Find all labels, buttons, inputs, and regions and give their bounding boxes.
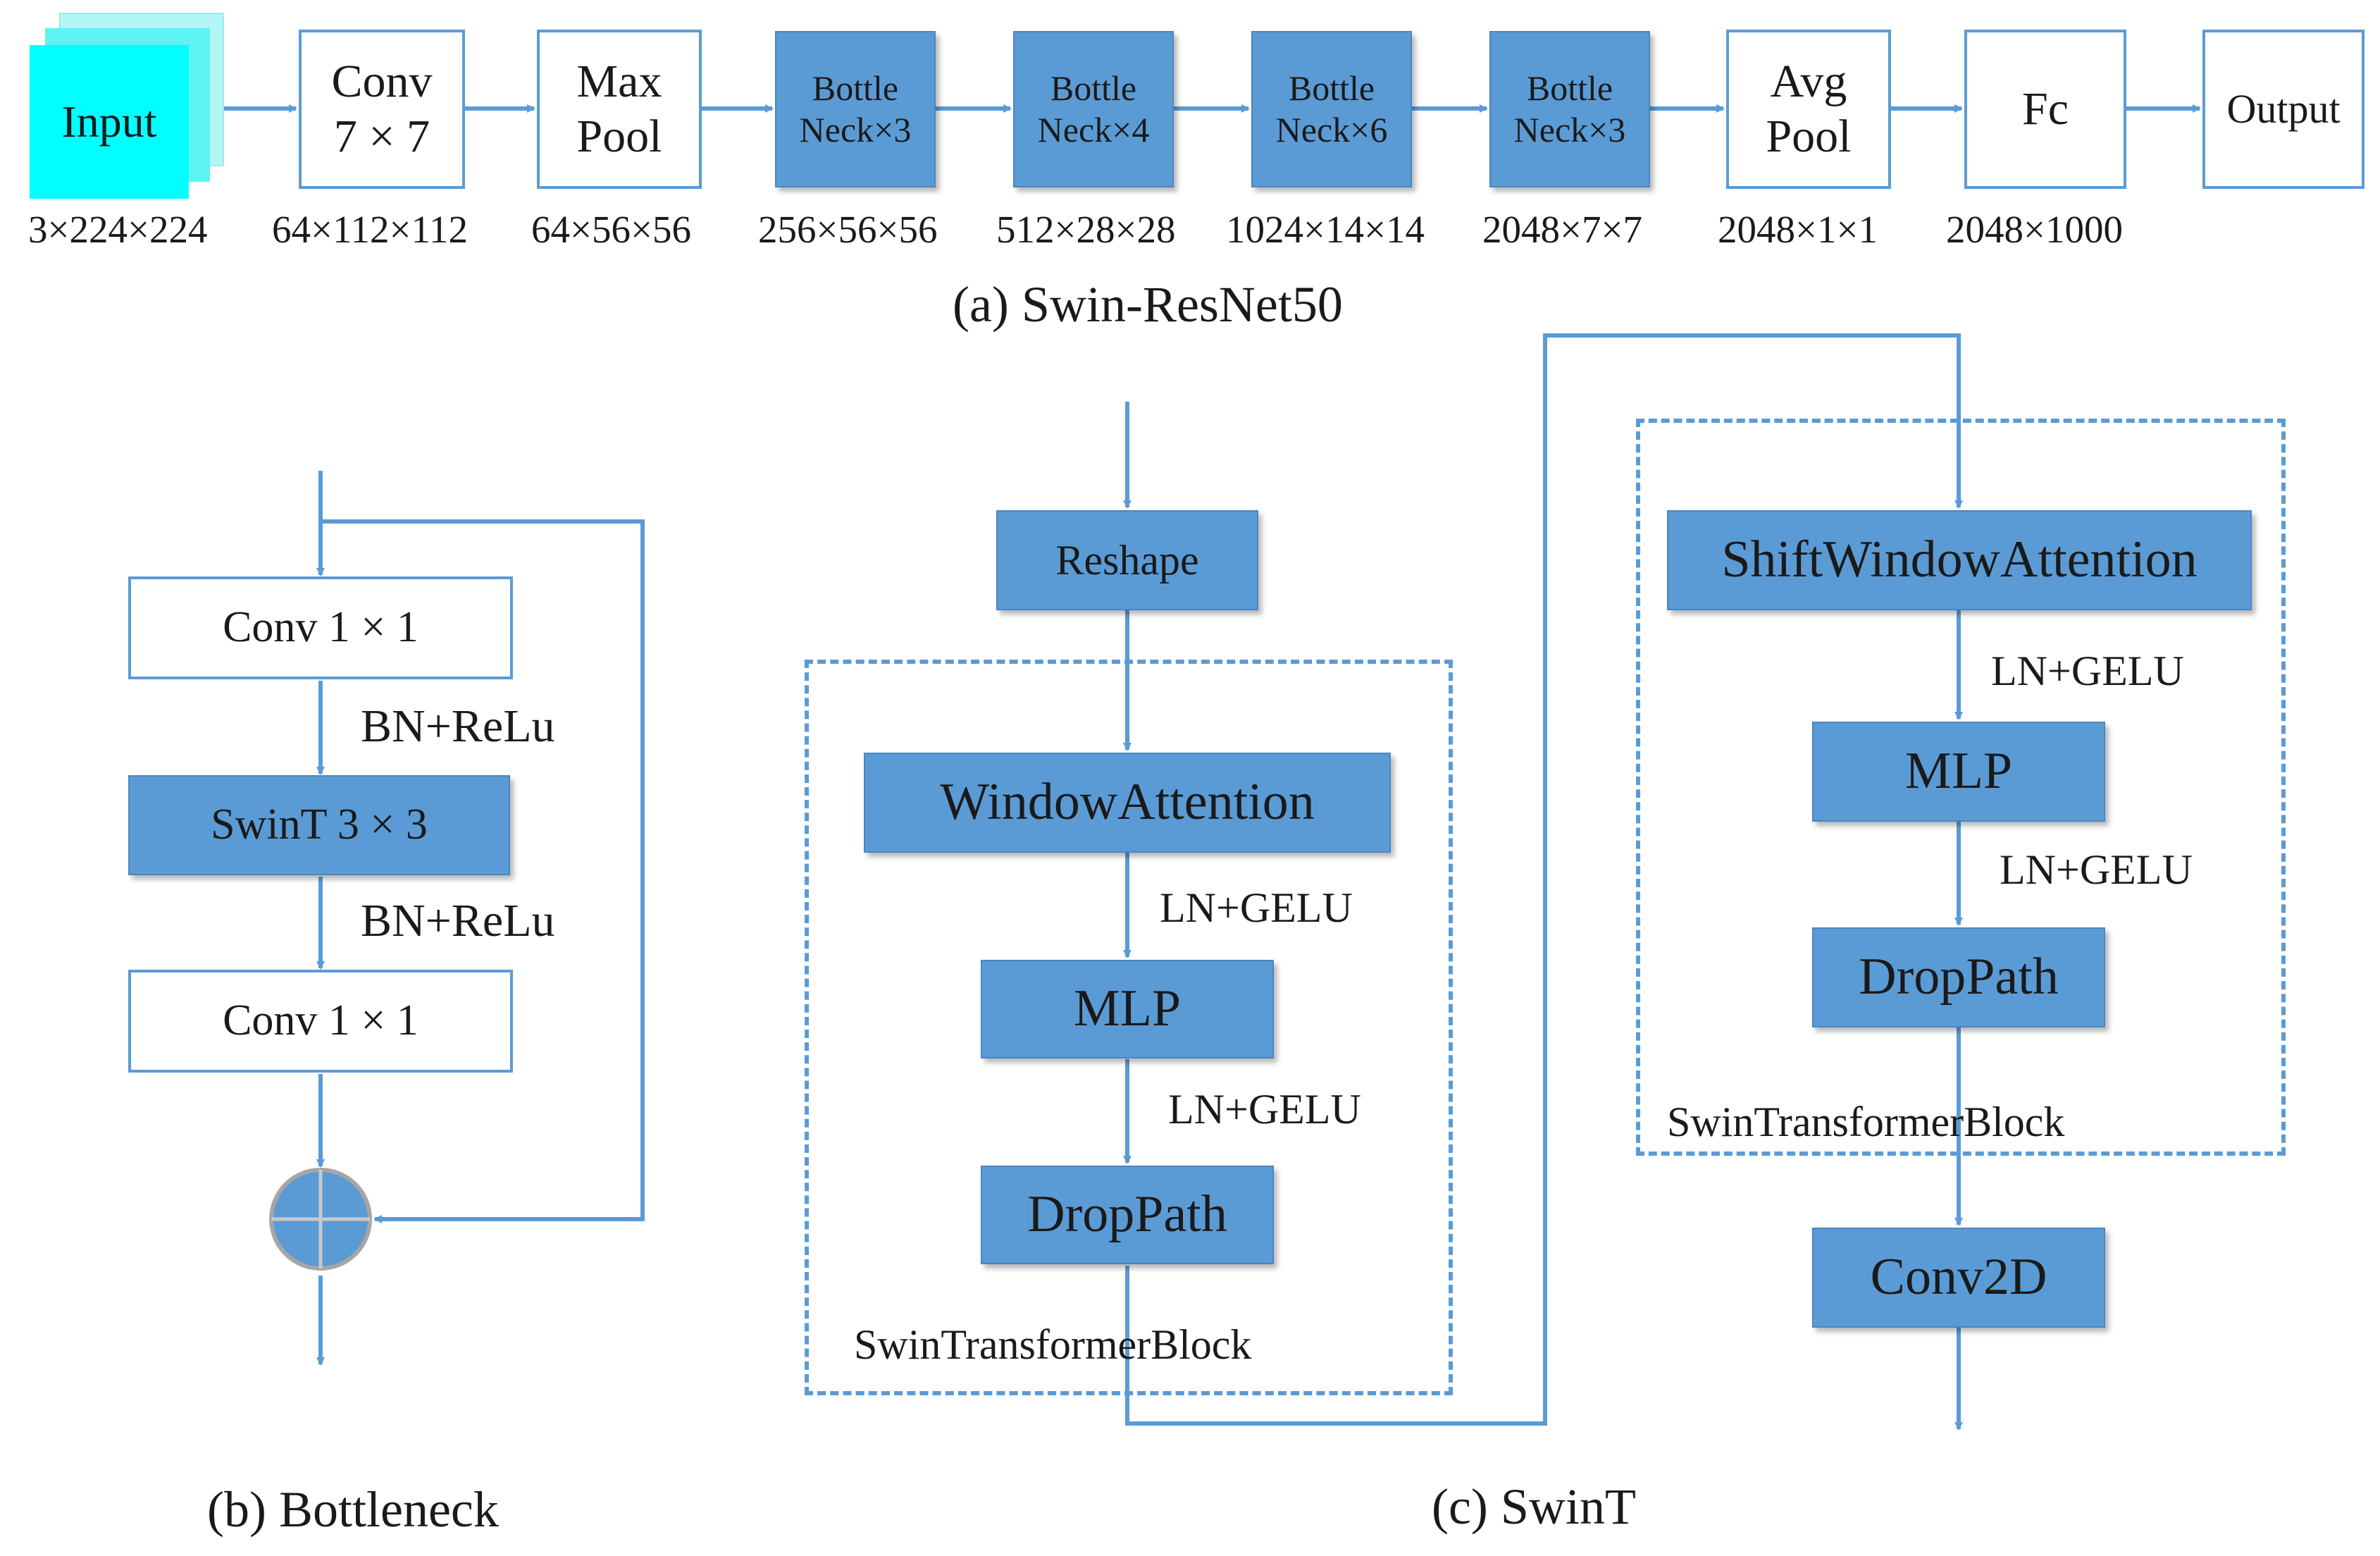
block2-droppath-box: DropPath: [1812, 927, 2105, 1027]
swin-block-2-frame: [1636, 419, 2286, 1156]
bottleneck-x4-box: Bottle Neck×4: [1013, 31, 1174, 187]
block2-droppath-label: DropPath: [1859, 948, 2059, 1006]
dim-bottleneck1: 256×56×56: [758, 208, 938, 251]
reshape-label: Reshape: [1055, 536, 1199, 584]
dim-avgpool: 2048×1×1: [1718, 208, 1878, 251]
fc-box: Fc: [1964, 30, 2126, 189]
dim-bottleneck3: 1024×14×14: [1226, 208, 1425, 251]
shift-window-attention-label: ShiftWindowAttention: [1721, 531, 2198, 589]
bottleneck-conv1x1-bottom: Conv 1 × 1: [128, 970, 513, 1073]
dim-input: 3×224×224: [28, 208, 208, 251]
dim-fc: 2048×1000: [1946, 208, 2124, 251]
block2-name-label: SwinTransformerBlock: [1667, 1099, 2065, 1145]
reshape-box: Reshape: [996, 510, 1258, 610]
residual-skip-path: [321, 519, 645, 1223]
bottleneck-conv1x1-bottom-label: Conv 1 × 1: [223, 996, 419, 1045]
shift-window-attention-box: ShiftWindowAttention: [1667, 510, 2252, 610]
avgpool-label-line1: Avg: [1770, 56, 1847, 108]
block1-act-label-1: LN+GELU: [1160, 884, 1353, 931]
caption-bottleneck: (b) Bottleneck: [207, 1481, 499, 1538]
dim-bottleneck4: 2048×7×7: [1482, 208, 1643, 251]
fc-label: Fc: [2022, 83, 2069, 135]
bottleneck1-label-line2: Neck×3: [799, 110, 912, 149]
block1-mlp-box: MLP: [981, 960, 1274, 1058]
block1-droppath-label: DropPath: [1027, 1185, 1227, 1244]
maxpool-label-line2: Pool: [576, 111, 662, 162]
bottleneck2-label-line2: Neck×4: [1037, 110, 1150, 149]
bottleneck-x3b-box: Bottle Neck×3: [1489, 31, 1650, 187]
swin-block-1-frame: [805, 660, 1453, 1395]
caption-swin-resnet50: (a) Swin-ResNet50: [953, 276, 1343, 333]
output-box: Output: [2202, 30, 2364, 189]
maxpool-box: Max Pool: [537, 30, 702, 189]
bottleneck-x3-box: Bottle Neck×3: [775, 31, 936, 187]
conv2d-label: Conv2D: [1870, 1248, 2047, 1307]
window-attention-box: WindowAttention: [864, 753, 1391, 853]
input-label: Input: [61, 97, 157, 147]
add-node: [269, 1168, 372, 1271]
connector-block1-block2: [1125, 333, 1963, 1426]
dim-maxpool: 64×56×56: [531, 208, 692, 251]
block2-act-label-1: LN+GELU: [1991, 648, 2184, 694]
input-box: Input: [30, 45, 189, 199]
block2-mlp-label: MLP: [1904, 742, 2013, 801]
bottleneck1-label-line1: Bottle: [812, 68, 899, 108]
maxpool-label-line1: Max: [576, 56, 662, 108]
block2-act-label-2: LN+GELU: [2000, 846, 2193, 893]
conv7x7-label-line1: Conv: [331, 56, 433, 108]
block1-droppath-box: DropPath: [981, 1166, 1274, 1264]
bottleneck-act-label-1: BN+ReLu: [361, 700, 555, 752]
bottleneck-act-label-2: BN+ReLu: [361, 895, 555, 946]
bottleneck2-label-line1: Bottle: [1050, 68, 1137, 108]
bottleneck3-label-line1: Bottle: [1288, 68, 1375, 108]
avgpool-box: Avg Pool: [1726, 30, 1891, 189]
conv2d-box: Conv2D: [1812, 1228, 2105, 1328]
output-label: Output: [2226, 85, 2341, 132]
conv7x7-label-line2: 7 × 7: [333, 111, 430, 162]
conv7x7-box: Conv 7 × 7: [299, 30, 465, 189]
block1-name-label: SwinTransformerBlock: [854, 1321, 1252, 1368]
bottleneck-x6-box: Bottle Neck×6: [1251, 31, 1412, 187]
bottleneck-conv1x1-top-label: Conv 1 × 1: [223, 603, 419, 652]
caption-swint: (c) SwinT: [1432, 1478, 1636, 1535]
block2-mlp-box: MLP: [1812, 722, 2105, 822]
block1-mlp-label: MLP: [1073, 980, 1182, 1038]
bottleneck-swint-label: SwinT 3 × 3: [211, 801, 428, 849]
bottleneck-swint-box: SwinT 3 × 3: [128, 775, 510, 875]
bottleneck4-label-line2: Neck×3: [1513, 110, 1626, 149]
dim-conv7x7: 64×112×112: [272, 208, 468, 251]
avgpool-label-line2: Pool: [1766, 111, 1852, 162]
dim-bottleneck2: 512×28×28: [996, 208, 1176, 251]
bottleneck4-label-line1: Bottle: [1526, 68, 1613, 108]
bottleneck-conv1x1-top: Conv 1 × 1: [128, 576, 513, 679]
window-attention-label: WindowAttention: [940, 773, 1315, 832]
block1-act-label-2: LN+GELU: [1168, 1086, 1361, 1132]
bottleneck3-label-line2: Neck×6: [1275, 110, 1388, 149]
